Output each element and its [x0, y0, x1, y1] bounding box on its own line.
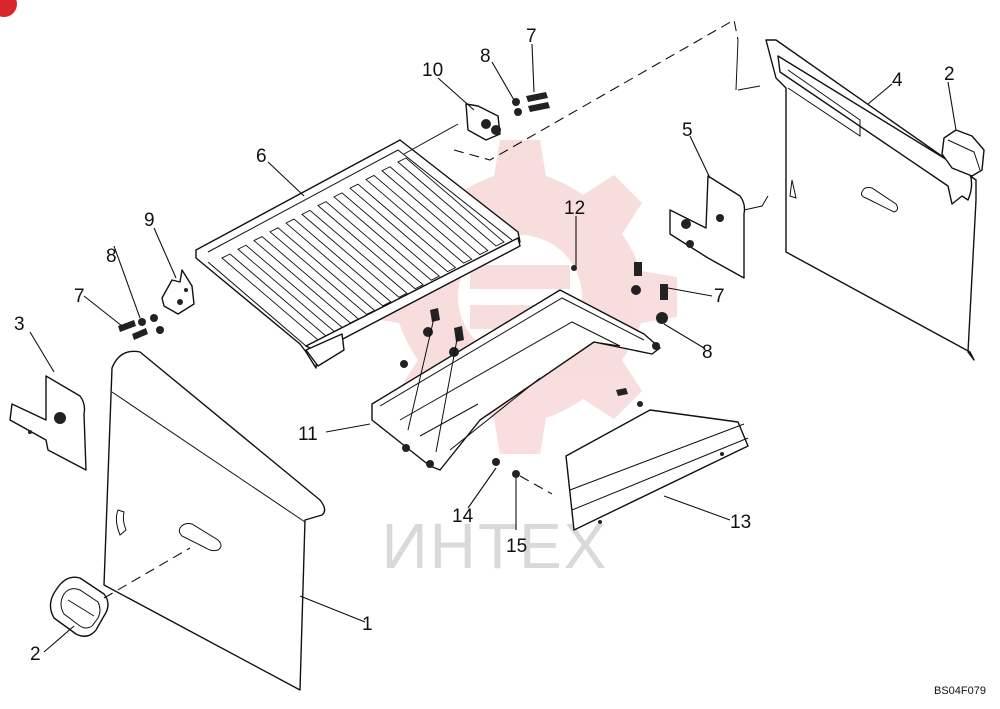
callout-9: 9 [144, 210, 155, 231]
callout-numbers: 1 2 2 3 4 5 6 7 7 7 8 8 8 9 10 11 12 13 … [14, 26, 955, 665]
grille-slat [381, 166, 489, 256]
callout-7-right: 7 [714, 286, 725, 307]
callout-2-lower: 2 [30, 644, 41, 665]
callout-7-top: 7 [526, 26, 537, 47]
grille-slat [285, 218, 392, 307]
callout-7-left: 7 [74, 286, 85, 307]
callout-8-left: 8 [106, 246, 117, 267]
callout-10: 10 [422, 60, 443, 81]
callout-13: 13 [730, 512, 751, 533]
part-1-side-panel [103, 350, 326, 691]
part-5-side-bracket [669, 175, 769, 279]
part-2-grommet-lower [49, 576, 109, 637]
drawing-code: BS04F079 [934, 685, 986, 697]
part-4-rear-panel [735, 39, 977, 361]
callout-12: 12 [564, 198, 585, 219]
grille-slat [317, 201, 424, 290]
part-9-hinge-bracket [161, 269, 195, 315]
callout-6: 6 [256, 146, 267, 167]
callout-8-top: 8 [480, 46, 491, 67]
corner-badge [0, 0, 17, 17]
part-3-bracket [9, 375, 87, 471]
watermark-text: ИНТЕХ [382, 510, 609, 582]
fasteners-left-7-8 [118, 314, 164, 340]
fasteners-13 [492, 388, 643, 495]
fasteners-top-7-8 [512, 92, 550, 116]
grille-slat [365, 174, 473, 264]
grille-slat [349, 183, 457, 273]
fasteners-channel [400, 262, 668, 453]
callout-1: 1 [362, 614, 373, 635]
leader-dash-top [453, 19, 739, 161]
callout-15: 15 [506, 536, 527, 557]
leader-lines [29, 43, 957, 653]
part-11-channel-bracket [371, 289, 661, 471]
leader-line-grille-hinge [403, 123, 459, 155]
callout-4: 4 [892, 70, 903, 91]
callout-14: 14 [452, 506, 474, 527]
part-10-top-hinge [465, 103, 501, 141]
callout-2-upper: 2 [944, 64, 955, 85]
callout-5: 5 [682, 120, 693, 141]
callout-3: 3 [14, 314, 25, 335]
callout-11: 11 [298, 424, 318, 445]
leader-dash-grommet [103, 547, 191, 599]
grille-slat [333, 192, 441, 281]
callout-8-right: 8 [702, 342, 713, 363]
grille-slat [397, 157, 505, 247]
part-6-grille [195, 139, 521, 369]
grille-slat [301, 209, 408, 298]
part-2-grommet-upper [941, 129, 985, 177]
part-13-cover-plate [565, 409, 749, 531]
